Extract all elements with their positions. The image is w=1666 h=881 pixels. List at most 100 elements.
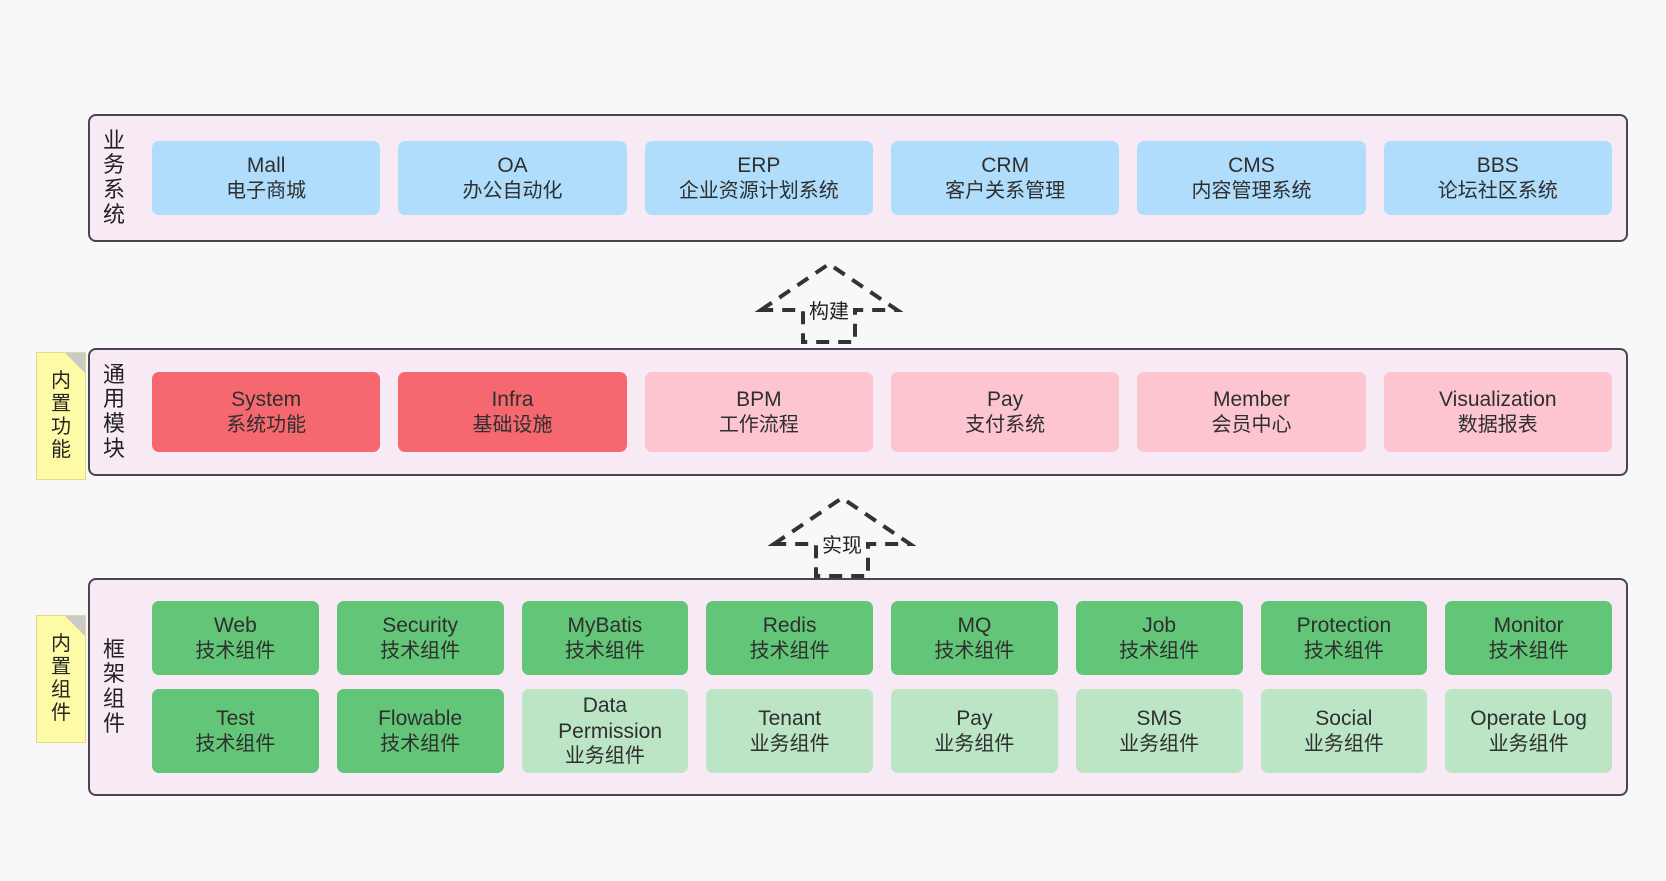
card-row: Mall 电子商城 OA 办公自动化 ERP 企业资源计划系统 CRM 客户关系… bbox=[152, 141, 1612, 215]
card-subtitle: 业务组件 bbox=[934, 732, 1015, 755]
note-char: 件 bbox=[51, 702, 71, 724]
note-builtin-function: 内 置 功 能 bbox=[36, 352, 86, 480]
card-title: Redis bbox=[762, 614, 817, 637]
connector-build: 构建 bbox=[754, 258, 904, 346]
layer-title-char: 件 bbox=[102, 710, 125, 736]
card-subtitle: 技术组件 bbox=[195, 732, 276, 755]
note-char: 内 bbox=[51, 633, 71, 655]
card-subtitle: 技术组件 bbox=[195, 639, 276, 662]
card-bbs[interactable]: BBS 论坛社区系统 bbox=[1383, 141, 1612, 215]
card-member[interactable]: Member 会员中心 bbox=[1137, 372, 1366, 452]
card-subtitle: 业务组件 bbox=[1303, 732, 1384, 755]
layer-title-char: 务 bbox=[102, 152, 125, 178]
card-subtitle: 内容管理系统 bbox=[1191, 179, 1312, 202]
layer-title-char: 业 bbox=[102, 127, 125, 153]
layer-title-char: 块 bbox=[102, 435, 125, 461]
card-mq[interactable]: MQ 技术组件 bbox=[891, 601, 1058, 675]
card-title: Mall bbox=[246, 154, 286, 177]
card-subtitle: 电子商城 bbox=[226, 179, 307, 202]
card-subtitle: 技术组件 bbox=[1303, 639, 1384, 662]
card-subtitle: 技术组件 bbox=[1119, 639, 1200, 662]
card-visualization[interactable]: Visualization 数据报表 bbox=[1383, 372, 1612, 452]
note-fold-icon bbox=[65, 616, 85, 636]
card-protection[interactable]: Protection 技术组件 bbox=[1260, 601, 1428, 675]
layer-title-char: 模 bbox=[102, 411, 125, 436]
card-title: System bbox=[231, 388, 302, 411]
card-title: Operate Log bbox=[1470, 707, 1587, 730]
card-infra[interactable]: Infra 基础设施 bbox=[398, 372, 627, 452]
layer-body-common-module: System 系统功能 Infra 基础设施 BPM 工作流程 Pay 支付系统… bbox=[138, 350, 1626, 474]
card-erp[interactable]: ERP 企业资源计划系统 bbox=[644, 141, 873, 215]
card-subtitle: 基础设施 bbox=[472, 413, 553, 436]
note-char: 组 bbox=[51, 679, 71, 701]
card-operate-log[interactable]: Operate Log 业务组件 bbox=[1445, 689, 1612, 773]
card-title: Flowable bbox=[378, 707, 463, 730]
card-pay-business[interactable]: Pay 业务组件 bbox=[891, 689, 1058, 773]
card-redis[interactable]: Redis 技术组件 bbox=[706, 601, 873, 675]
note-char: 功 bbox=[51, 416, 71, 438]
card-title: BPM bbox=[736, 388, 782, 411]
card-crm[interactable]: CRM 客户关系管理 bbox=[890, 141, 1120, 215]
layer-title-char: 用 bbox=[102, 386, 125, 412]
card-test[interactable]: Test 技术组件 bbox=[152, 689, 319, 773]
card-title: OA bbox=[497, 154, 528, 177]
card-system[interactable]: System 系统功能 bbox=[152, 372, 381, 452]
card-subtitle: 业务组件 bbox=[1119, 732, 1200, 755]
card-title: Data Permission bbox=[558, 694, 663, 743]
card-title: ERP bbox=[737, 154, 781, 177]
layer-body-framework-component: Web 技术组件 Security 技术组件 MyBatis 技术组件 Redi… bbox=[138, 580, 1626, 794]
note-char: 能 bbox=[51, 439, 71, 461]
layer-title-business-system: 业 务 系 统 bbox=[90, 116, 138, 240]
card-subtitle: 业务组件 bbox=[749, 732, 830, 755]
card-title: Test bbox=[216, 707, 255, 730]
card-oa[interactable]: OA 办公自动化 bbox=[398, 141, 627, 215]
card-subtitle: 技术组件 bbox=[1488, 639, 1569, 662]
card-title: Monitor bbox=[1493, 614, 1564, 637]
card-tenant[interactable]: Tenant 业务组件 bbox=[706, 689, 873, 773]
card-mybatis[interactable]: MyBatis 技术组件 bbox=[521, 601, 689, 675]
card-flowable[interactable]: Flowable 技术组件 bbox=[336, 689, 504, 773]
card-subtitle: 技术组件 bbox=[380, 732, 461, 755]
card-pay[interactable]: Pay 支付系统 bbox=[890, 372, 1120, 452]
card-subtitle: 业务组件 bbox=[1488, 732, 1569, 755]
card-title: Pay bbox=[956, 707, 993, 730]
card-cms[interactable]: CMS 内容管理系统 bbox=[1137, 141, 1366, 215]
layer-title-char: 系 bbox=[102, 177, 125, 202]
card-data-permission[interactable]: Data Permission 业务组件 bbox=[521, 689, 689, 773]
layer-title-char: 架 bbox=[102, 661, 125, 687]
card-social[interactable]: Social 业务组件 bbox=[1260, 689, 1428, 773]
card-mall[interactable]: Mall 电子商城 bbox=[152, 141, 381, 215]
card-security[interactable]: Security 技术组件 bbox=[336, 601, 504, 675]
card-title: Infra bbox=[491, 388, 534, 411]
card-subtitle: 支付系统 bbox=[965, 413, 1046, 436]
card-title: Visualization bbox=[1439, 388, 1557, 411]
card-title: Social bbox=[1315, 707, 1373, 730]
card-row: System 系统功能 Infra 基础设施 BPM 工作流程 Pay 支付系统… bbox=[152, 372, 1612, 452]
card-subtitle: 会员中心 bbox=[1211, 413, 1292, 436]
card-row: Test 技术组件 Flowable 技术组件 Data Permission … bbox=[152, 689, 1612, 773]
card-bpm[interactable]: BPM 工作流程 bbox=[644, 372, 873, 452]
connector-implement: 实现 bbox=[767, 492, 917, 580]
note-builtin-component: 内 置 组 件 bbox=[36, 615, 86, 743]
card-subtitle: 数据报表 bbox=[1457, 413, 1538, 436]
card-web[interactable]: Web 技术组件 bbox=[152, 601, 319, 675]
card-subtitle: 企业资源计划系统 bbox=[678, 179, 839, 202]
card-sms[interactable]: SMS 业务组件 bbox=[1075, 689, 1243, 773]
card-title: Pay bbox=[987, 388, 1024, 411]
layer-title-char: 组 bbox=[102, 686, 125, 711]
card-title: Security bbox=[382, 614, 459, 637]
note-char: 内 bbox=[51, 370, 71, 392]
note-fold-icon bbox=[65, 353, 85, 373]
card-subtitle: 工作流程 bbox=[718, 413, 799, 436]
card-title: Job bbox=[1142, 614, 1177, 637]
card-subtitle: 技术组件 bbox=[749, 639, 830, 662]
card-monitor[interactable]: Monitor 技术组件 bbox=[1445, 601, 1612, 675]
card-subtitle: 系统功能 bbox=[226, 413, 307, 436]
layer-title-char: 框 bbox=[102, 636, 125, 662]
card-subtitle: 论坛社区系统 bbox=[1437, 179, 1558, 202]
layer-body-business-system: Mall 电子商城 OA 办公自动化 ERP 企业资源计划系统 CRM 客户关系… bbox=[138, 116, 1626, 240]
card-subtitle: 业务组件 bbox=[564, 745, 645, 768]
layer-title-char: 统 bbox=[102, 201, 125, 227]
card-row: Web 技术组件 Security 技术组件 MyBatis 技术组件 Redi… bbox=[152, 601, 1612, 675]
card-job[interactable]: Job 技术组件 bbox=[1075, 601, 1243, 675]
